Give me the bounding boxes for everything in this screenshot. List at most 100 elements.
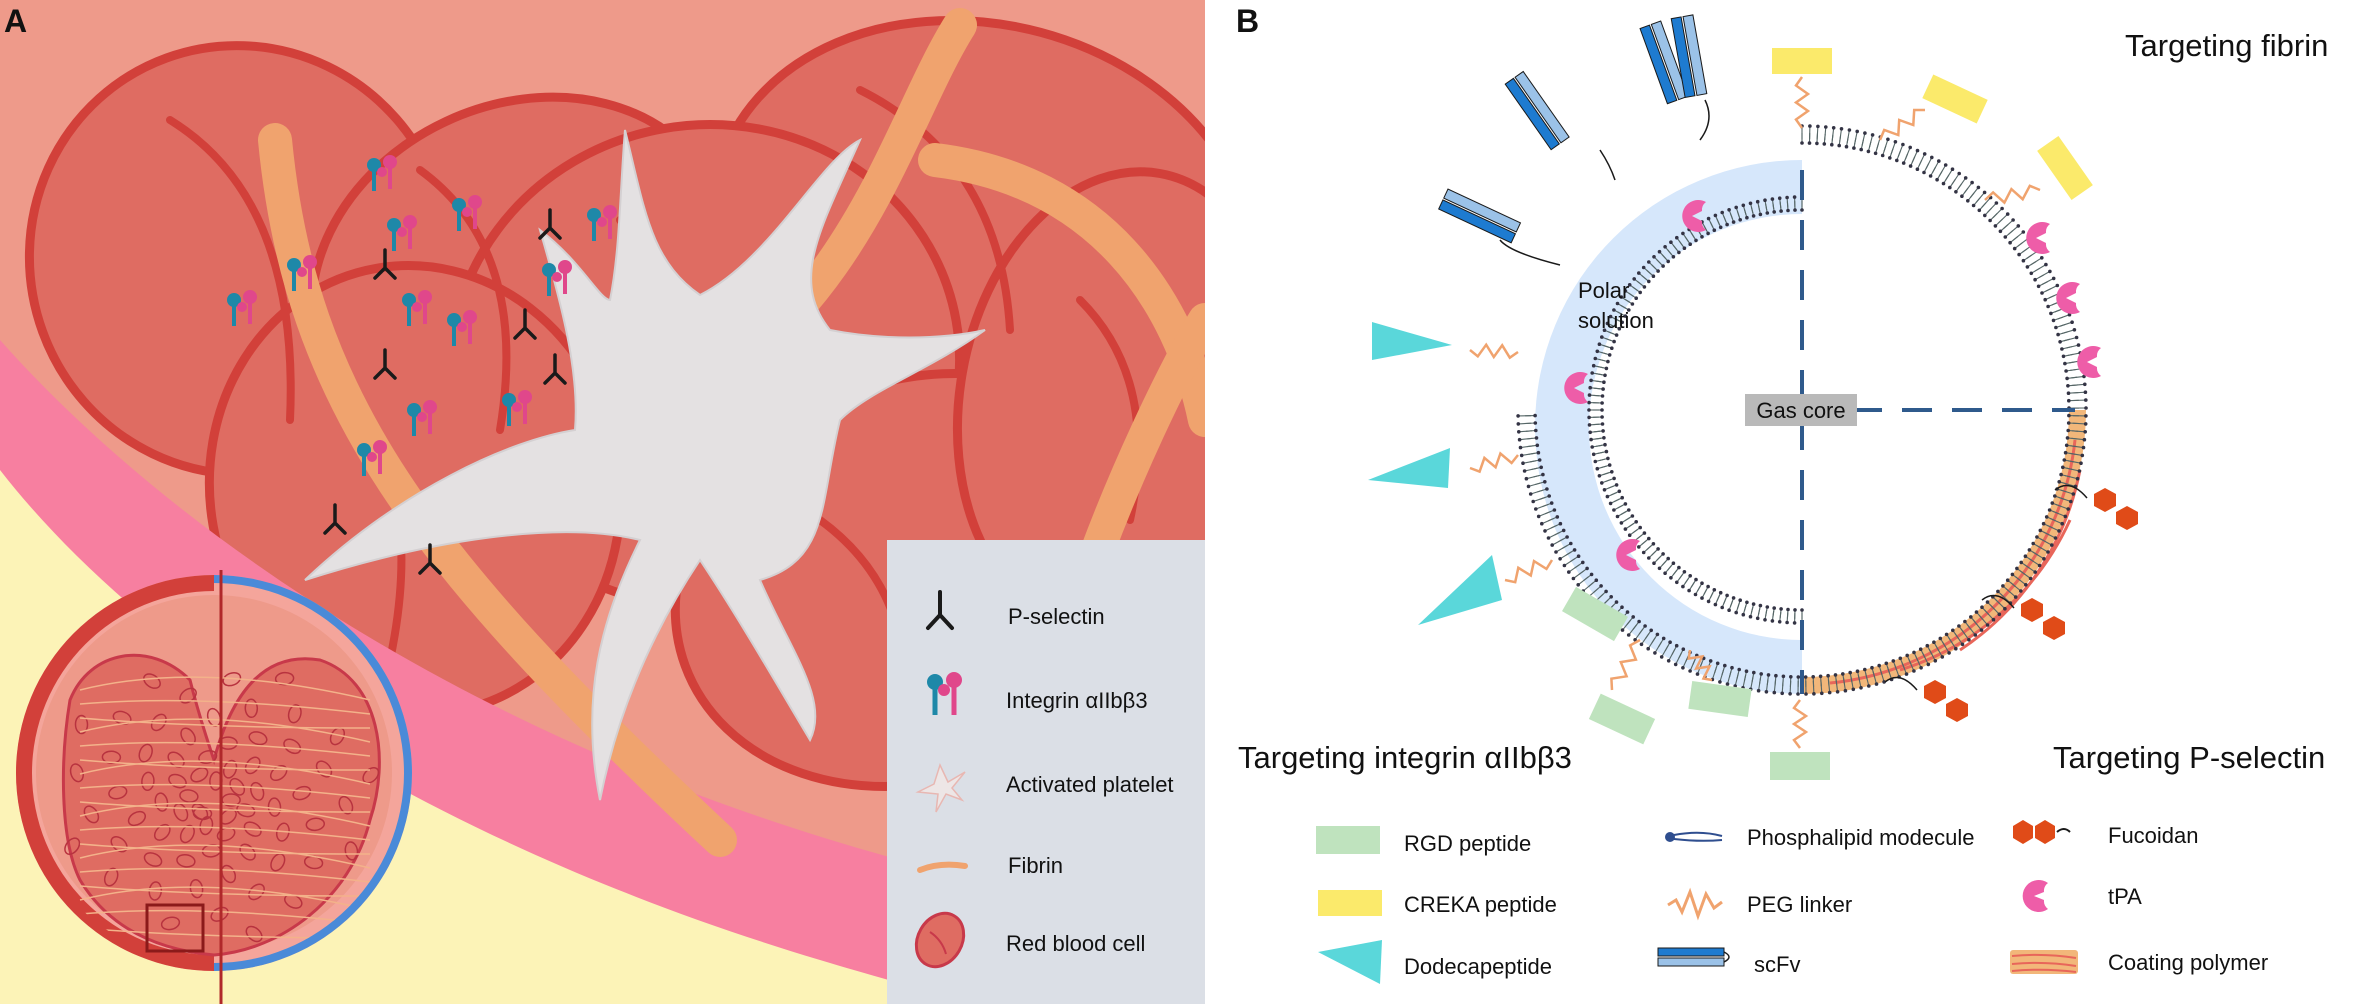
phospholipid-head (1552, 508, 1557, 512)
tpa (2077, 346, 2101, 378)
phospholipid-head (2043, 297, 2047, 302)
inset-clot-texture (64, 671, 380, 943)
phospholipid-head (1991, 617, 1996, 622)
phospholipid-head (1957, 624, 1961, 628)
phospholipid-head (1642, 285, 1647, 289)
phospholipid-head (1866, 149, 1871, 154)
p-selectin (538, 208, 562, 240)
phospholipid-head (1595, 466, 1600, 471)
inset-rbc (190, 767, 209, 783)
phospholipid-head (1930, 155, 1934, 160)
phospholipid-head (1669, 240, 1673, 244)
phospholipid-head (1859, 147, 1863, 152)
phospholipid-head (1600, 422, 1605, 426)
phospholipid-head (1682, 246, 1687, 250)
fucoidan (2043, 616, 2065, 640)
phospholipid-head (1541, 472, 1545, 477)
phospholipid-head (1822, 142, 1827, 146)
phospholipid-head (1524, 476, 1529, 481)
phospholipid-head (1800, 208, 1804, 212)
phospholipid-head (1534, 428, 1538, 433)
phospholipid-head (1796, 675, 1801, 679)
phospholipid-head (1720, 605, 1724, 610)
phospholipid-head (1755, 199, 1760, 204)
title-targeting-pselectin: Targeting P-selectin (2053, 740, 2325, 775)
phospholipid-head (1905, 653, 1909, 658)
phospholipid-head (1612, 308, 1616, 312)
integrin (542, 260, 572, 296)
integrin (227, 290, 257, 326)
phospholipid-head (1904, 672, 1909, 676)
inset-rbc (74, 714, 89, 735)
phospholipid-head (1855, 129, 1859, 134)
phospholipid-head (1996, 589, 2000, 594)
phospholipid-head (2066, 507, 2070, 511)
legend-b-label-fucoidan: Fucoidan (2108, 823, 2199, 848)
phospholipid-head (1969, 615, 1973, 619)
phospholipid-head (1615, 514, 1620, 519)
phospholipid-head (2066, 421, 2071, 425)
peg-linker (1469, 451, 1519, 474)
phospholipid-head (1713, 602, 1718, 607)
phospholipid-head (1725, 682, 1730, 686)
phospholipid-head (1831, 126, 1836, 130)
phospholipid-head (1666, 259, 1670, 264)
phospholipid-head (1666, 556, 1670, 561)
phospholipid-head (1895, 158, 1899, 163)
fucoidan-tether (2054, 484, 2088, 499)
inset-rbc (283, 738, 302, 755)
phospholipid-head (1847, 128, 1852, 132)
phospholipid-head (2012, 246, 2017, 251)
phospholipid-head (1522, 469, 1527, 473)
phospholipid-head (1620, 320, 1624, 325)
phospholipid-head (1974, 610, 1979, 614)
phospholipid-head (1933, 659, 1938, 663)
phospholipid-head (1590, 371, 1594, 375)
phospholipid-head (1997, 612, 2002, 617)
phospholipid-head (1980, 605, 1984, 609)
phospholipid-head (1725, 222, 1729, 227)
phospholipid-head (1588, 430, 1592, 435)
phospholipid-head (1634, 296, 1638, 301)
phospholipid-head (1948, 185, 1952, 190)
phospholipid-head (1918, 647, 1923, 651)
inset-rbc (229, 777, 246, 796)
phospholipid-head (1632, 277, 1636, 281)
integrin (587, 205, 617, 241)
peg-linker (1504, 559, 1554, 584)
phospholipid-head (1543, 529, 1547, 533)
dodecapeptide (1368, 448, 1450, 488)
phospholipid-head (1826, 673, 1830, 678)
phospholipid-head (2015, 566, 2019, 571)
polar-solution-band (1535, 160, 1802, 694)
scfv (1639, 20, 1689, 105)
phospholipid-head (1912, 650, 1916, 655)
phospholipid-head (1656, 547, 1660, 551)
phospholipid-icon (1665, 831, 1723, 842)
phospholipid-head (2048, 269, 2052, 274)
phospholipid-head (1863, 131, 1867, 135)
phospholipid-head (2058, 340, 2062, 344)
phospholipid-head (1545, 487, 1549, 491)
phospholipid-head (2064, 369, 2068, 373)
peg-linker (1878, 108, 1925, 141)
phospholipid-head (2057, 529, 2061, 533)
phospholipid-head (1693, 592, 1698, 597)
phospholipid-head (2065, 436, 2070, 440)
phospholipid-head (1748, 201, 1753, 206)
phospholipid-head (1630, 514, 1635, 518)
phospholipid-head (1792, 195, 1797, 199)
phospholipid-head (2005, 578, 2010, 582)
phospholipid-head (1590, 445, 1594, 449)
phospholipid-head (2061, 354, 2066, 359)
phospholipid-head (2084, 398, 2088, 402)
scfv (1438, 188, 1522, 244)
phospholipid-head (1594, 578, 1599, 582)
phospholipid-head (1593, 356, 1598, 361)
phospholipid-head (1947, 651, 1951, 655)
phospholipid-head (1518, 445, 1523, 450)
phospholipid-head (1954, 190, 1958, 194)
phospholipid-head (1688, 669, 1692, 673)
inset-rbc (248, 883, 265, 901)
phospholipid-head (1741, 203, 1746, 208)
